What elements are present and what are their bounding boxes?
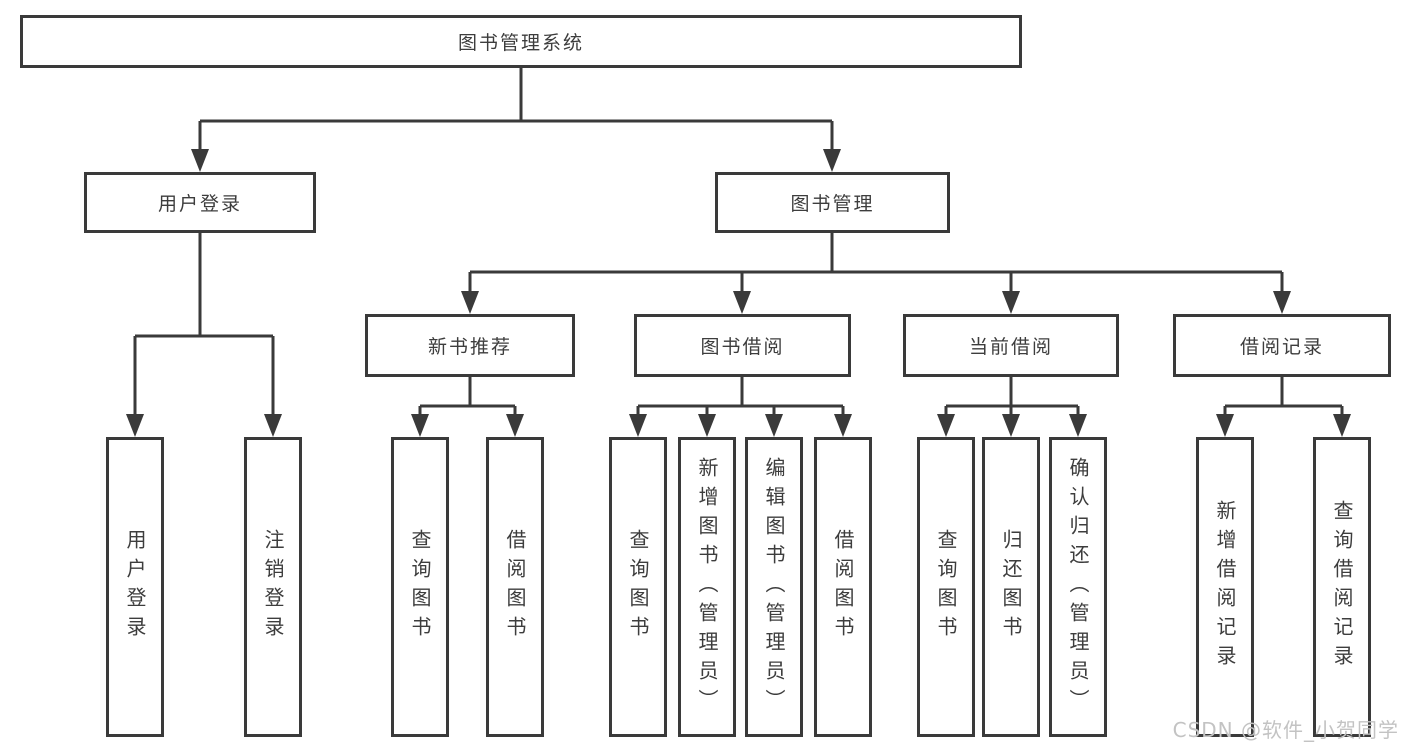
leaf-newbooks-query-books-label: 查询图书: [408, 529, 432, 645]
leaf-borrow-borrow-books: 借阅图书: [814, 437, 872, 737]
edges-new-book-recommend: [411, 377, 524, 437]
leaf-current-return-books: 归还图书: [982, 437, 1040, 737]
watermark: CSDN @软件_小贺同学: [1172, 718, 1399, 742]
leaf-borrow-edit-books-admin: 编辑图书（管理员）: [745, 437, 803, 737]
edges-current-borrow: [937, 377, 1087, 437]
leaf-newbooks-borrow-books-label: 借阅图书: [503, 529, 527, 645]
node-new-book-recommend: 新书推荐: [365, 314, 575, 377]
node-user-login: 用户登录: [84, 172, 316, 233]
leaf-current-return-books-label: 归还图书: [999, 529, 1023, 645]
leaf-borrow-add-books-admin: 新增图书（管理员）: [678, 437, 736, 737]
leaf-newbooks-borrow-books: 借阅图书: [486, 437, 544, 737]
leaf-borrow-query-books-label: 查询图书: [626, 529, 650, 645]
leaf-current-query-books-label: 查询图书: [934, 529, 958, 645]
node-library-management-system: 图书管理系统: [20, 15, 1022, 68]
leaf-records-query-record: 查询借阅记录: [1313, 437, 1371, 737]
leaf-borrow-borrow-books-label: 借阅图书: [831, 529, 855, 645]
leaf-borrow-edit-books-admin-label: 编辑图书（管理员）: [762, 456, 786, 718]
node-borrow-records: 借阅记录: [1173, 314, 1391, 377]
leaf-logout: 注销登录: [244, 437, 302, 737]
edges-book-management: [461, 233, 1291, 314]
leaf-borrow-add-books-admin-label: 新增图书（管理员）: [695, 456, 719, 718]
edges-borrow-records: [1216, 377, 1351, 437]
leaf-current-confirm-return-admin: 确认归还（管理员）: [1049, 437, 1107, 737]
leaf-user-login-label: 用户登录: [123, 529, 147, 645]
leaf-records-add-record-label: 新增借阅记录: [1213, 500, 1237, 674]
node-current-borrow: 当前借阅: [903, 314, 1119, 377]
node-book-borrow: 图书借阅: [634, 314, 851, 377]
leaf-current-query-books: 查询图书: [917, 437, 975, 737]
leaf-user-login: 用户登录: [106, 437, 164, 737]
edges-user-login: [126, 233, 282, 437]
leaf-current-confirm-return-admin-label: 确认归还（管理员）: [1066, 456, 1090, 718]
leaf-newbooks-query-books: 查询图书: [391, 437, 449, 737]
leaf-borrow-query-books: 查询图书: [609, 437, 667, 737]
edges-root: [191, 68, 841, 172]
leaf-records-query-record-label: 查询借阅记录: [1330, 500, 1354, 674]
leaf-records-add-record: 新增借阅记录: [1196, 437, 1254, 737]
leaf-logout-label: 注销登录: [261, 529, 285, 645]
edges-book-borrow: [629, 377, 852, 437]
node-book-management: 图书管理: [715, 172, 950, 233]
